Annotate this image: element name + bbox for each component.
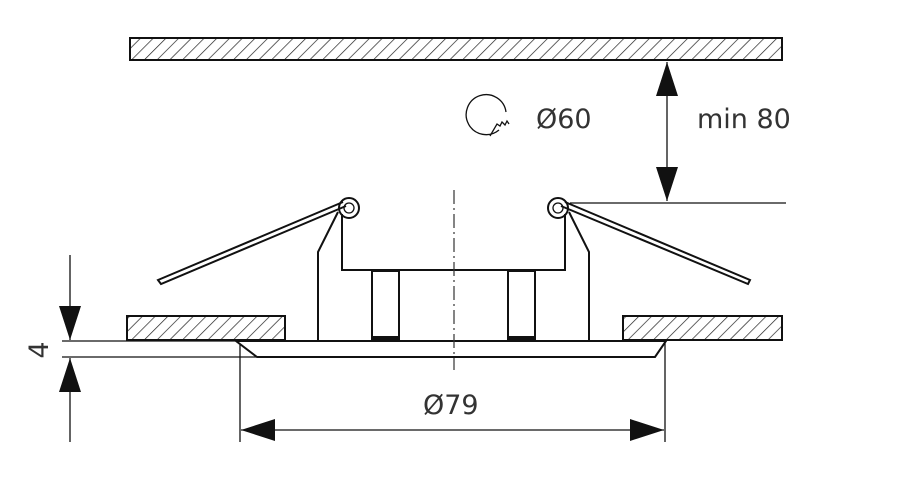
ceiling-panel-left	[126, 315, 286, 341]
hole-saw-icon	[465, 94, 510, 137]
post-left-base	[372, 336, 399, 341]
spring-left	[156, 197, 360, 286]
post-left	[371, 270, 400, 342]
post-right	[507, 270, 536, 342]
trim-flange	[233, 340, 668, 358]
flange-height-label: 4	[24, 341, 55, 358]
ceiling-panel-right	[622, 315, 783, 341]
outer-diameter-label: Ø79	[423, 390, 479, 421]
ceiling-slab	[129, 37, 783, 61]
post-right-base	[508, 336, 535, 341]
hole-diameter-label: Ø60	[536, 104, 592, 135]
min-depth-label: min 80	[697, 104, 791, 135]
spring-right	[547, 197, 752, 286]
